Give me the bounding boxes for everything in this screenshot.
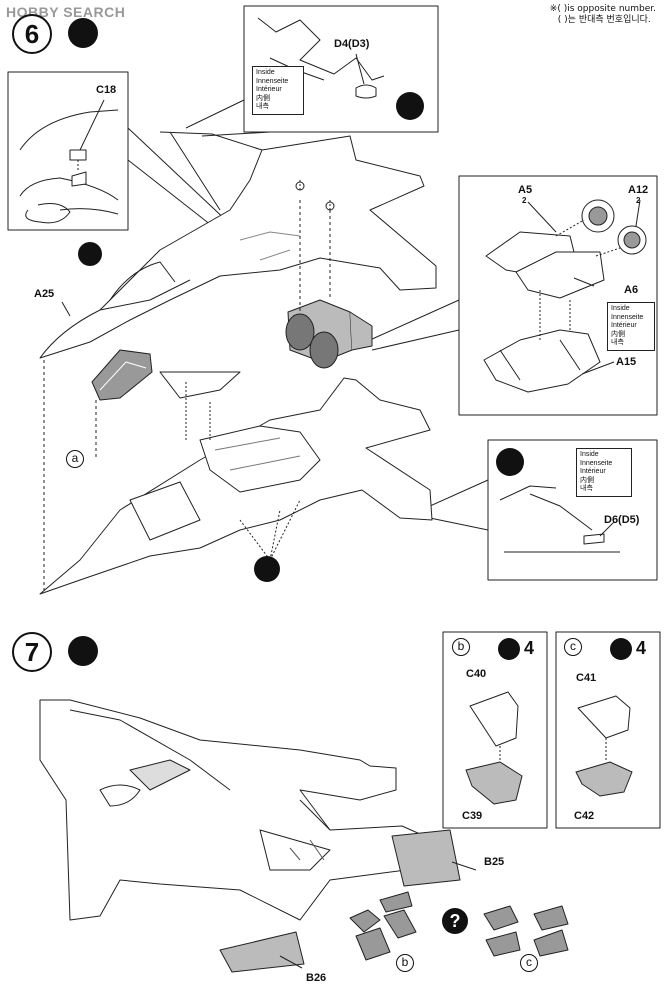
label-a5: A5 [518, 184, 533, 196]
marker-a: a [66, 450, 84, 468]
note-en: Inside [611, 305, 630, 312]
count-b: 4 [524, 638, 535, 658]
marker-b-box: b [452, 638, 470, 656]
note-line-kr: ( )는 반대측 번호입니다. [557, 15, 651, 25]
duct-a15 [483, 329, 601, 393]
label-c41: C41 [576, 672, 597, 684]
inside-note-d4: Inside Innenseite Intérieur 内側 내측 [252, 66, 304, 115]
note-kr: 내측 [611, 339, 624, 346]
label-a15: A15 [616, 356, 637, 368]
note-kr: 내측 [256, 103, 269, 110]
label-c40: C40 [466, 668, 487, 680]
note-fr: Intérieur [611, 322, 637, 329]
note-de: Innenseite [256, 77, 289, 85]
wing-assembly [39, 699, 421, 921]
part-c41 [577, 695, 631, 739]
cockpit-tub [91, 349, 153, 401]
flip-icon [396, 92, 424, 120]
note-fr: Intérieur [580, 468, 606, 475]
step-6-badge: 6 [12, 14, 52, 54]
note-fr: Intérieur [256, 86, 282, 93]
callout-d4 [185, 99, 271, 137]
flip-icon [496, 448, 524, 476]
d6-part [583, 533, 605, 545]
label-c39: C39 [462, 810, 483, 822]
fin-part-c1 [483, 905, 519, 931]
count-c: 4 [636, 638, 647, 658]
decal-icon [610, 638, 632, 660]
label-a25: A25 [34, 288, 55, 300]
leader-a25 [61, 301, 71, 317]
label-c18: C18 [96, 84, 117, 96]
note-jp: 内側 [256, 94, 270, 102]
label-a12: A12 [628, 184, 649, 196]
question-icon: ? [442, 908, 468, 934]
marker-c-box: c [564, 638, 582, 656]
fin-part-b1 [349, 909, 381, 933]
marker-c: c [520, 954, 538, 972]
flap-b26 [219, 931, 305, 973]
label-a6: A6 [624, 284, 639, 296]
inset-c18-box [7, 71, 129, 231]
label-c42: C42 [574, 810, 595, 822]
d4-part [355, 84, 377, 99]
label-b26: B26 [306, 972, 327, 984]
part-c39 [465, 761, 523, 805]
screwdriver-icon [254, 556, 280, 582]
cement-icon [68, 18, 98, 48]
label-b25: B25 [484, 856, 505, 868]
badge-a5: 2 [522, 196, 527, 205]
note-jp: 内側 [580, 476, 594, 484]
note-jp: 内側 [611, 330, 625, 338]
opposite-number-note: ※( )is opposite number. ( )는 반대측 번호입니다. [550, 4, 656, 26]
flap-b25 [391, 829, 461, 887]
decal-icon [498, 638, 520, 660]
marker-b: b [396, 954, 414, 972]
note-en: Inside [256, 69, 275, 76]
knife-icon [78, 242, 102, 266]
note-de: Innenseite [611, 313, 644, 321]
label-d4: D4(D3) [334, 38, 370, 50]
step-7-badge: 7 [12, 632, 52, 672]
inside-note-d6: Inside Innenseite Intérieur 内側 내측 [576, 448, 632, 497]
cement-icon [68, 636, 98, 666]
note-kr: 내측 [580, 485, 593, 492]
badge-a12: 2 [636, 196, 641, 205]
c18-detail [19, 109, 119, 224]
note-de: Innenseite [580, 459, 613, 467]
inside-note-engine: Inside Innenseite Intérieur 内側 내측 [607, 302, 655, 351]
c18-part [69, 149, 87, 161]
note-en: Inside [580, 451, 599, 458]
label-d6: D6(D5) [604, 514, 640, 526]
part-c42 [575, 761, 633, 797]
callout-engine [369, 299, 460, 351]
note-line-en: ※( )is opposite number. [549, 4, 656, 14]
part-c40 [469, 691, 519, 747]
